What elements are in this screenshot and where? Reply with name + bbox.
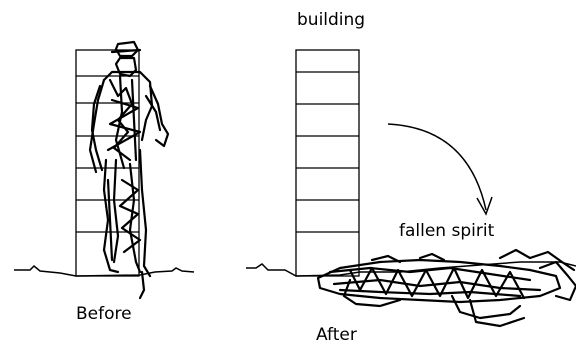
after-panel: [246, 50, 576, 326]
fallen-spirit-label: fallen spirit: [399, 221, 494, 241]
before-label: Before: [76, 304, 132, 324]
curved-arrow-icon: [388, 124, 492, 214]
building-label: building: [297, 10, 365, 30]
human-figure-icon: [90, 42, 168, 298]
after-label: After: [316, 325, 357, 345]
building-icon: [296, 50, 359, 276]
ground-line-before: [14, 266, 194, 276]
before-panel: [14, 42, 194, 298]
